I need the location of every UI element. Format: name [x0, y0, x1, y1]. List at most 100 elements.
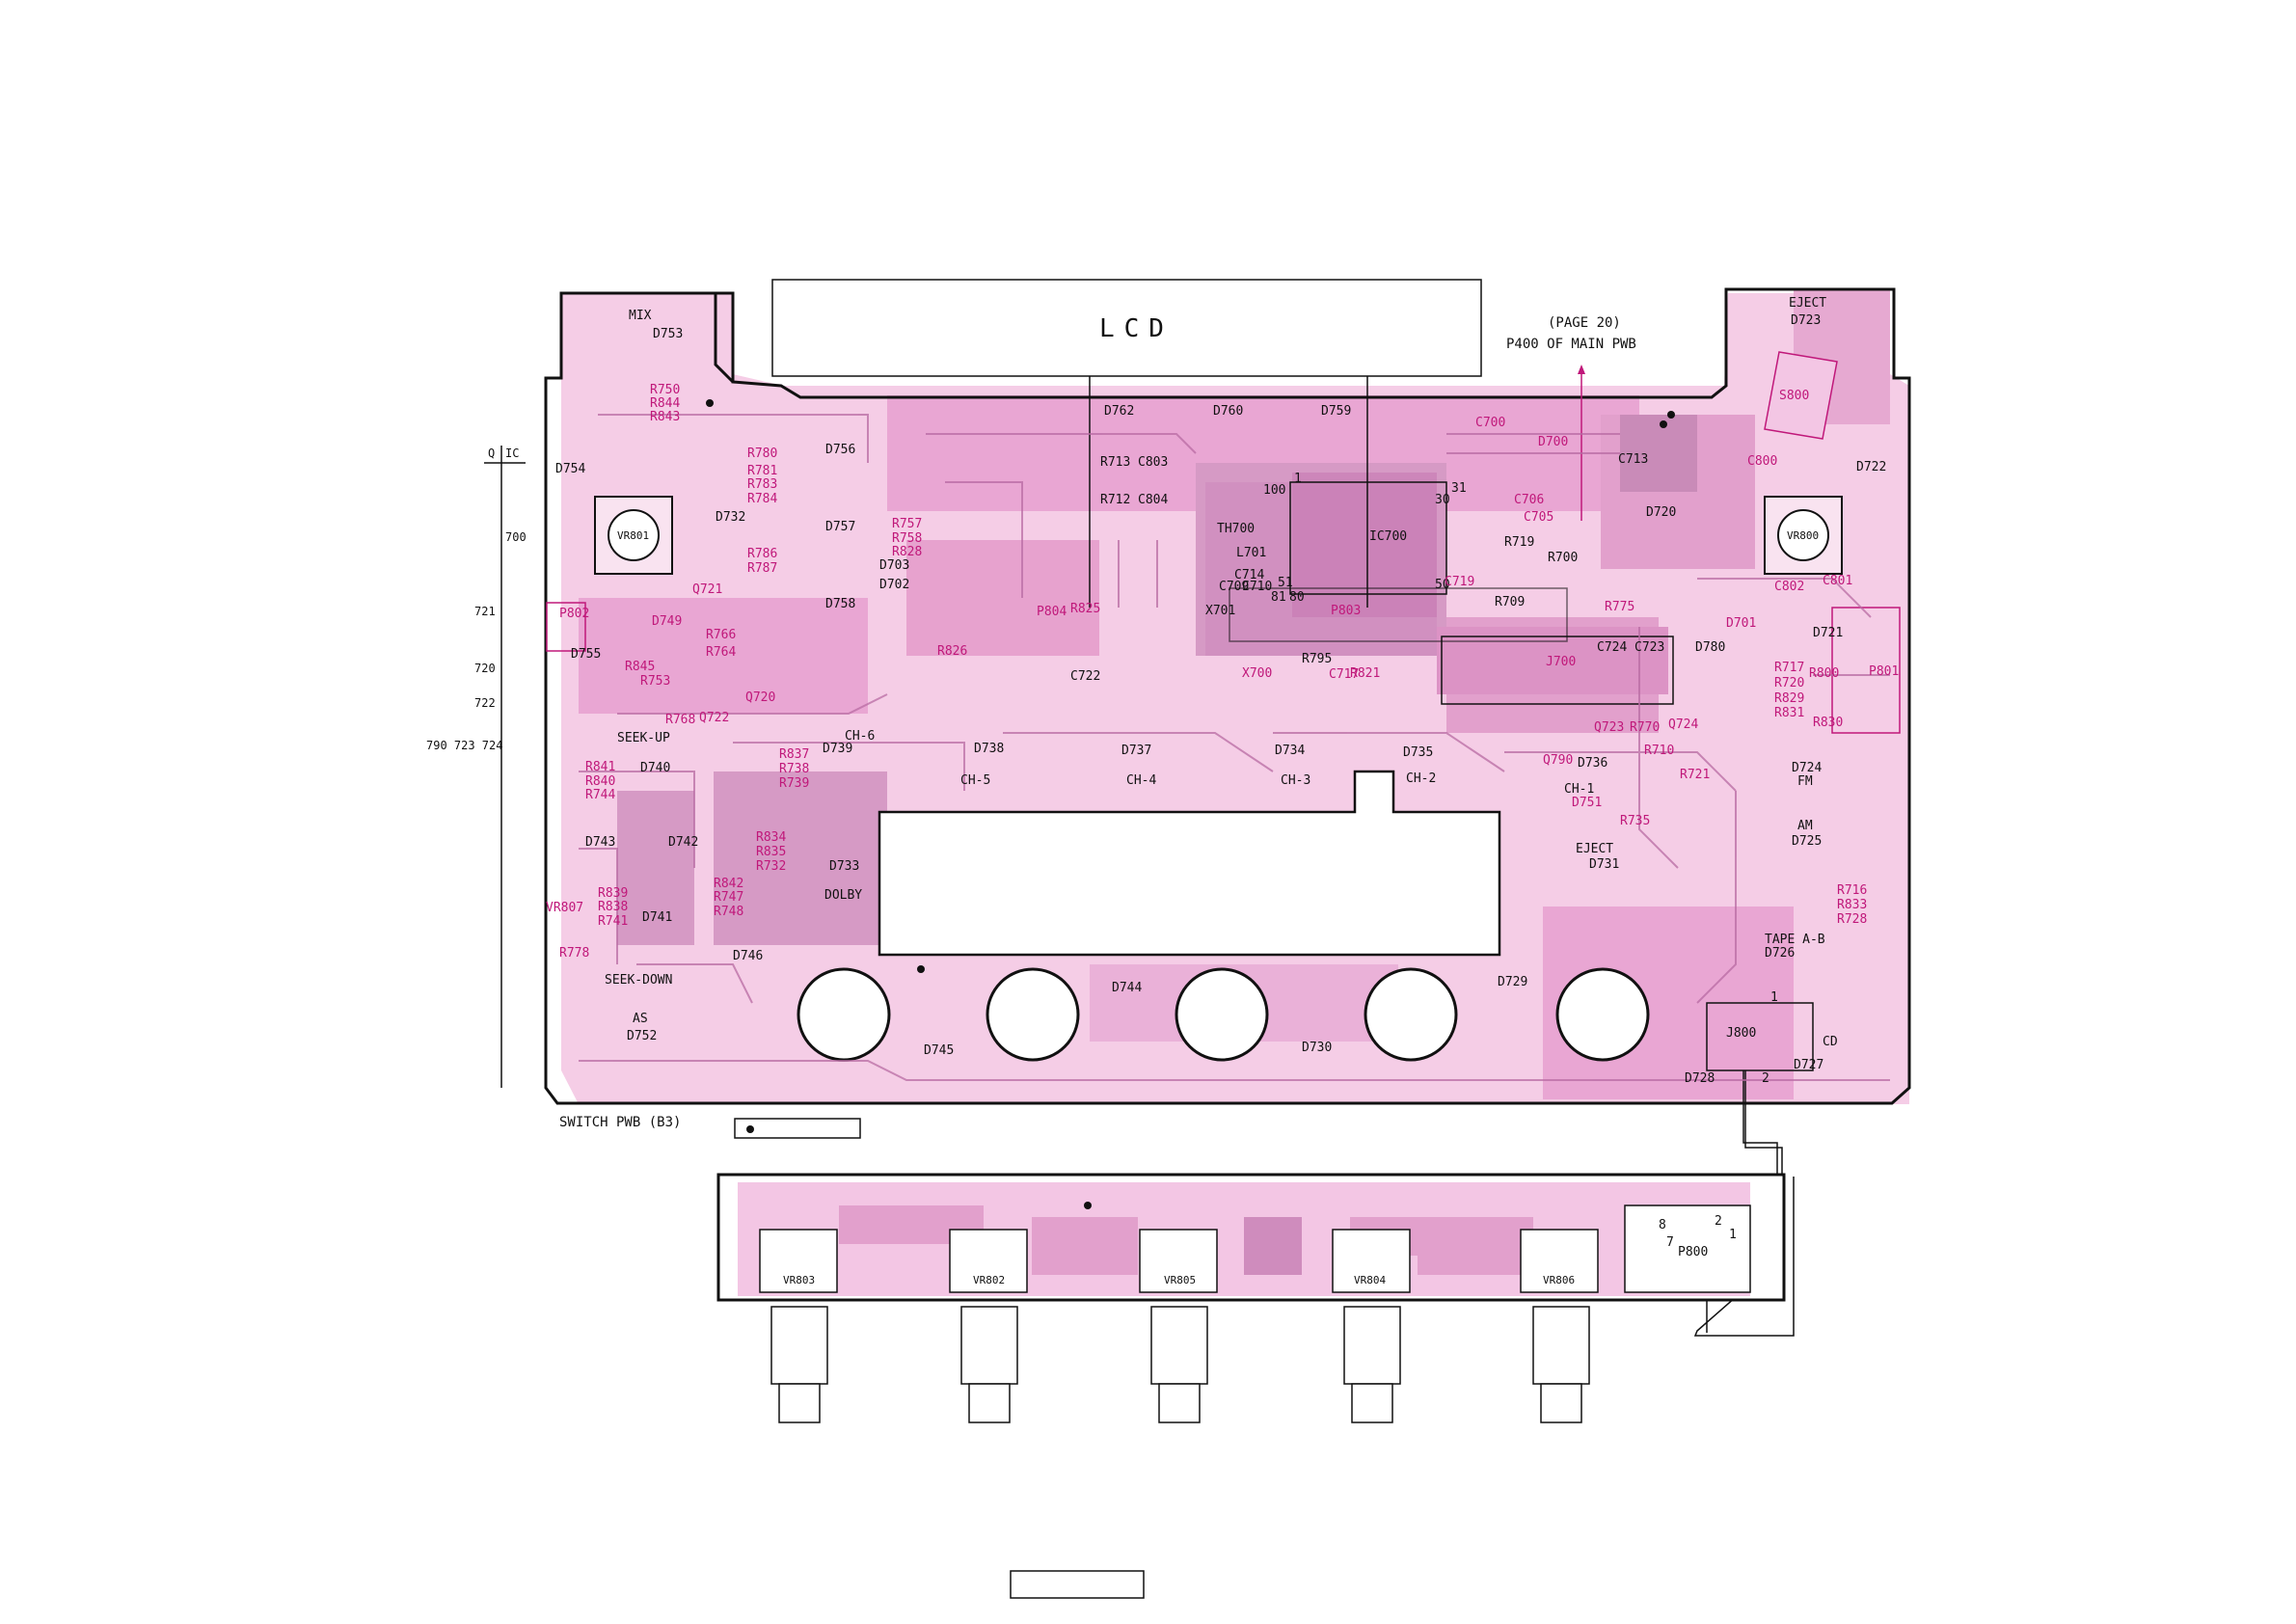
resistor-label: R721 [1680, 768, 1711, 782]
vr801-label: VR801 [617, 529, 650, 542]
side-row: 721 [474, 605, 496, 618]
transistor-label: Q723 [1594, 720, 1625, 735]
capacitor-label: C804 [1138, 493, 1169, 507]
switch-label-dolby: DOLBY [824, 888, 863, 903]
diode-label: D729 [1498, 975, 1528, 989]
resistor-label: R821 [1350, 666, 1381, 681]
resistor-label: R748 [714, 905, 744, 919]
ic700-label: IC700 [1369, 529, 1408, 544]
capacitor-label: C800 [1747, 454, 1778, 469]
lower-pot-label: VR802 [973, 1274, 1006, 1286]
switch-label-ch1: CH-1 [1564, 782, 1595, 797]
resistor-label: R720 [1774, 676, 1805, 690]
capacitor-label: C700 [1475, 416, 1506, 430]
diode-label: D724 [1792, 761, 1823, 775]
resistor-label: R828 [892, 545, 923, 559]
button-holes [797, 967, 1650, 1062]
s800-label: S800 [1779, 389, 1810, 403]
diode-label: D736 [1578, 756, 1608, 771]
resistor-label: R758 [892, 531, 923, 546]
side-header-ic: IC [505, 447, 520, 460]
resistor-label: R778 [559, 946, 590, 961]
connector-pin: 7 [1666, 1235, 1674, 1250]
resistor-label: R780 [747, 447, 778, 461]
resistor-label: R739 [779, 776, 810, 791]
diode-label: D701 [1726, 616, 1757, 631]
ic-pin: 80 [1289, 590, 1305, 605]
diode-label: D760 [1213, 404, 1244, 419]
resistor-label: R835 [756, 845, 787, 859]
resistor-label: R825 [1070, 602, 1101, 616]
p802-label: P802 [559, 607, 590, 621]
capacitor-label: C719 [1445, 575, 1475, 589]
vr800-label: VR800 [1787, 529, 1820, 542]
diode-label: D756 [825, 443, 856, 457]
diode-label: D758 [825, 597, 856, 611]
vr800-pot [1764, 496, 1843, 575]
p801-connector [1831, 607, 1901, 734]
s800-switch [1764, 351, 1838, 440]
resistor-label: R800 [1809, 666, 1840, 681]
diode-label: D730 [1302, 1041, 1333, 1055]
vr807-label: VR807 [546, 901, 584, 915]
page-reference: (PAGE 20) [1548, 315, 1621, 331]
switch-label-am: AM [1797, 819, 1813, 833]
switch-label-cd: CD [1823, 1035, 1838, 1049]
diode-label: D737 [1121, 744, 1152, 758]
diode-label: D738 [974, 742, 1005, 756]
resistor-label: R829 [1774, 691, 1805, 706]
x700-label: X700 [1242, 666, 1273, 681]
resistor-label: R841 [585, 760, 616, 774]
resistor-label: R831 [1774, 706, 1805, 720]
lower-pot-shafts [759, 1229, 1599, 1423]
lower-pot-label: VR804 [1354, 1274, 1387, 1286]
diode-label: D732 [716, 510, 746, 525]
resistor-label: R775 [1605, 600, 1635, 614]
diode-label: D759 [1321, 404, 1352, 419]
lower-board [716, 1173, 1786, 1302]
capacitor-label: C802 [1774, 580, 1805, 594]
side-row: 700 [505, 530, 527, 544]
switch-label-mix: MIX [629, 309, 652, 323]
side-header-q: Q [488, 447, 496, 460]
diode-label: D751 [1572, 796, 1603, 810]
capacitor-label: C717 [1329, 667, 1360, 682]
resistor-label: R712 [1100, 493, 1131, 507]
capacitor-label: C801 [1823, 574, 1853, 588]
resistor-label: R757 [892, 517, 923, 531]
lower-pot-label: VR806 [1543, 1274, 1576, 1286]
diode-label: D702 [879, 578, 910, 592]
main-pwb-reference: P400 OF MAIN PWB [1506, 337, 1636, 352]
diode-label: D720 [1646, 505, 1677, 520]
diode-label: D746 [733, 949, 764, 963]
diode-label: D742 [668, 835, 699, 850]
diode-label: D721 [1813, 626, 1844, 640]
j700-label: J700 [1546, 655, 1577, 669]
resistor-label: R830 [1813, 716, 1844, 730]
switch-label-ch3: CH-3 [1281, 773, 1311, 788]
capacitor-label: C722 [1070, 669, 1101, 684]
resistor-label: R747 [714, 890, 744, 905]
display-window-cutout [878, 770, 1501, 957]
diode-label: D731 [1589, 857, 1620, 872]
resistor-label: R719 [1504, 535, 1535, 550]
resistor-label: R837 [779, 747, 810, 762]
page-number-box [1010, 1570, 1145, 1599]
diode-label: D753 [653, 327, 684, 341]
j800-pin: 2 [1762, 1071, 1769, 1086]
p802-connector [546, 602, 586, 652]
mounting-dots [706, 399, 1675, 1209]
p804-label: P804 [1037, 605, 1067, 619]
resistor-label: R839 [598, 886, 629, 901]
ic-pin: 1 [1294, 472, 1302, 486]
diode-label: D703 [879, 558, 910, 573]
resistor-label: R842 [714, 877, 744, 891]
transistor-label: Q720 [745, 690, 776, 705]
connector-pin: 1 [1729, 1228, 1737, 1242]
diode-label: D755 [571, 647, 602, 662]
diode-label: D722 [1856, 460, 1887, 474]
diode-label: D754 [555, 462, 586, 476]
connector-pin: 8 [1659, 1218, 1666, 1232]
transistor-label: Q722 [699, 711, 730, 725]
diode-label: D752 [627, 1029, 658, 1043]
